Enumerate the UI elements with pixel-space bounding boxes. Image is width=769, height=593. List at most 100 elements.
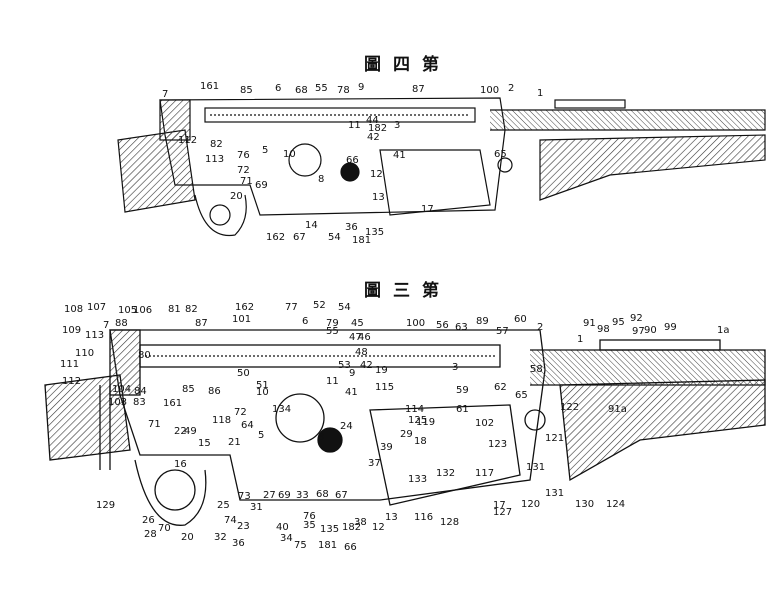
bottom-callout: 118 (212, 415, 231, 426)
top-callout: 8 (318, 174, 324, 185)
bottom-callout: 90 (644, 325, 657, 336)
figure-bottom-title: 圖三第 (364, 281, 451, 301)
bottom-callout: 101 (232, 314, 251, 325)
bottom-callout: 6 (302, 316, 308, 327)
bottom-callout: 8 (318, 432, 324, 443)
bottom-callout: 107 (87, 302, 106, 313)
top-callout: 3 (394, 120, 400, 131)
bottom-callout: 3 (452, 362, 458, 373)
bottom-callout: 56 (436, 320, 449, 331)
bottom-callout: 60 (514, 314, 527, 325)
figure-top-title: 圖四第 (364, 55, 451, 75)
bottom-callout: 17 (493, 500, 506, 511)
bottom-callout: 105 (118, 305, 137, 316)
top-callout: 71 (240, 176, 253, 187)
bottom-callout: 46 (358, 332, 371, 343)
top-callout: 161 (200, 81, 219, 92)
bottom-callout: 106 (133, 305, 152, 316)
bottom-callout: 83 (133, 397, 146, 408)
bottom-callout: 12 (372, 522, 385, 533)
bottom-callout: 84 (134, 386, 147, 397)
bottom-callout: 100 (406, 318, 425, 329)
bottom-callout: 45 (351, 318, 364, 329)
top-callout: 17 (421, 204, 434, 215)
bottom-callout: 134 (272, 404, 291, 415)
bottom-rifle-drawing (44, 329, 766, 526)
bottom-callout: 41 (345, 387, 358, 398)
bottom-callout: 89 (476, 316, 489, 327)
bottom-callout: 123 (488, 439, 507, 450)
top-callout: 1 (537, 88, 543, 99)
top-callout: 42 (367, 132, 380, 143)
bottom-callout: 91 (583, 318, 596, 329)
bottom-callout: 9 (349, 368, 355, 379)
bottom-callout: 70 (158, 523, 171, 534)
bottom-callout: 182 (342, 522, 361, 533)
bottom-callout: 23 (237, 521, 250, 532)
top-callout: 72 (237, 165, 250, 176)
bottom-callout: 76 (303, 511, 316, 522)
bottom-callout: 77 (285, 302, 298, 313)
top-callout: 69 (255, 180, 268, 191)
bottom-callout: 13 (385, 512, 398, 523)
bottom-callout: 79 (326, 318, 339, 329)
bottom-callout: 22 (174, 426, 187, 437)
bottom-callout: 29 (400, 429, 413, 440)
bottom-callout: 25 (217, 500, 230, 511)
bottom-callout: 112 (62, 376, 81, 387)
bottom-callout: 109 (62, 325, 81, 336)
bottom-callout: 91a (608, 404, 627, 415)
top-callout: 12 (370, 169, 383, 180)
bottom-callout: 124 (606, 499, 625, 510)
bottom-callout: 72 (234, 407, 247, 418)
bottom-callout: 62 (494, 382, 507, 393)
bottom-callout: 1 (577, 334, 583, 345)
top-callout: 6 (275, 83, 281, 94)
bottom-callout: 64 (241, 420, 254, 431)
bottom-callout: 135 (320, 524, 339, 535)
top-callout: 162 (266, 232, 285, 243)
bottom-callout: 119 (416, 417, 435, 428)
bottom-callout: 116 (414, 512, 433, 523)
bottom-callout: 92 (630, 313, 643, 324)
bottom-callout: 42 (360, 360, 373, 371)
bottom-callout: 161 (163, 398, 182, 409)
bottom-callout: 75 (294, 540, 307, 551)
bottom-callout: 127 (493, 507, 512, 518)
bottom-callout: 114 (405, 404, 424, 415)
bottom-callout: 19 (375, 365, 388, 376)
bottom-callout: 71 (148, 419, 161, 430)
bottom-callout: 58 (530, 364, 543, 375)
bottom-callout: 81 (168, 304, 181, 315)
bottom-callout: 37 (368, 458, 381, 469)
top-callout: 78 (337, 85, 350, 96)
bottom-callout: 82 (185, 304, 198, 315)
bottom-callout: 110 (75, 348, 94, 359)
bottom-callout: 65 (515, 390, 528, 401)
bottom-callout: 133 (408, 474, 427, 485)
bottom-callout: 63 (455, 322, 468, 333)
bottom-callout: 28 (144, 529, 157, 540)
bottom-callout: 115 (375, 382, 394, 393)
bottom-callout: 16 (174, 459, 187, 470)
bottom-callout: 181 (318, 540, 337, 551)
bottom-callout: 85 (182, 384, 195, 395)
bottom-callout: 48 (355, 347, 368, 358)
bottom-callout: 113 (85, 330, 104, 341)
bottom-callout: 97 (632, 326, 645, 337)
top-callout: 82 (210, 139, 223, 150)
bottom-callout: 55 (326, 326, 339, 337)
bottom-callout: 80 (138, 350, 151, 361)
bottom-callout: 131 (545, 488, 564, 499)
bottom-callout: 98 (597, 324, 610, 335)
bottom-callout: 108 (64, 304, 83, 315)
top-callout: 54 (328, 232, 341, 243)
bottom-callout: 11 (326, 376, 339, 387)
bottom-callout: 47 (349, 332, 362, 343)
bottom-callout: 95 (612, 317, 625, 328)
top-callout: 20 (230, 191, 243, 202)
bottom-callout: 20 (181, 532, 194, 543)
bottom-callout: 122 (560, 402, 579, 413)
